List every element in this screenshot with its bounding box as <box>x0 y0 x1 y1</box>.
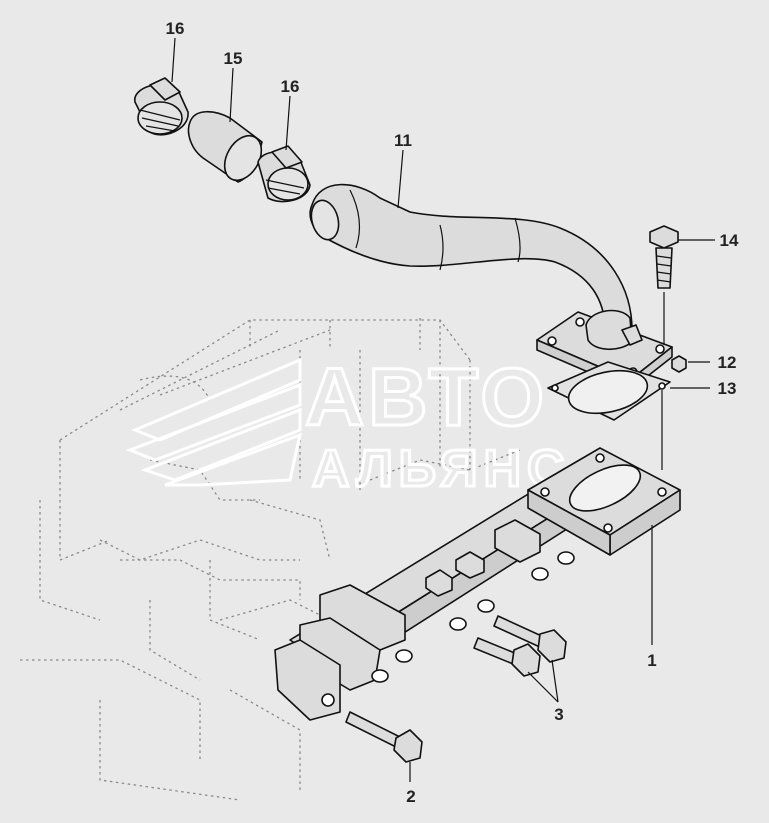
hose-clamp-left <box>134 77 189 136</box>
hose-clamp-right <box>257 145 311 203</box>
bolt-14 <box>649 225 679 289</box>
leader-lines <box>171 37 715 782</box>
watermark-line1: АВТО <box>305 352 548 443</box>
water-manifold <box>274 447 681 721</box>
callout-1: 1 <box>647 651 656 670</box>
callout-labels: 16 15 16 11 14 12 13 1 3 2 <box>166 19 739 806</box>
watermark-line2: АЛЬЯНС <box>312 440 571 498</box>
nut-12 <box>671 355 687 373</box>
coolant-pipe <box>309 183 673 391</box>
callout-14: 14 <box>720 231 739 250</box>
gasket-13 <box>547 361 671 421</box>
hose-sleeve <box>187 110 263 183</box>
callout-15: 15 <box>224 49 243 68</box>
bolts-3 <box>473 615 567 677</box>
callout-12: 12 <box>718 353 737 372</box>
callout-2: 2 <box>406 787 415 806</box>
callout-11: 11 <box>394 131 412 150</box>
bolt-2 <box>345 711 423 763</box>
watermark: АВТО АЛЬЯНС <box>125 351 571 500</box>
engine-ghost-outline <box>20 318 521 801</box>
callout-16-right: 16 <box>281 77 300 96</box>
watermark-logo-icon <box>125 357 303 487</box>
callout-3: 3 <box>554 705 563 724</box>
callout-13: 13 <box>718 379 737 398</box>
callout-16-left: 16 <box>166 19 185 38</box>
